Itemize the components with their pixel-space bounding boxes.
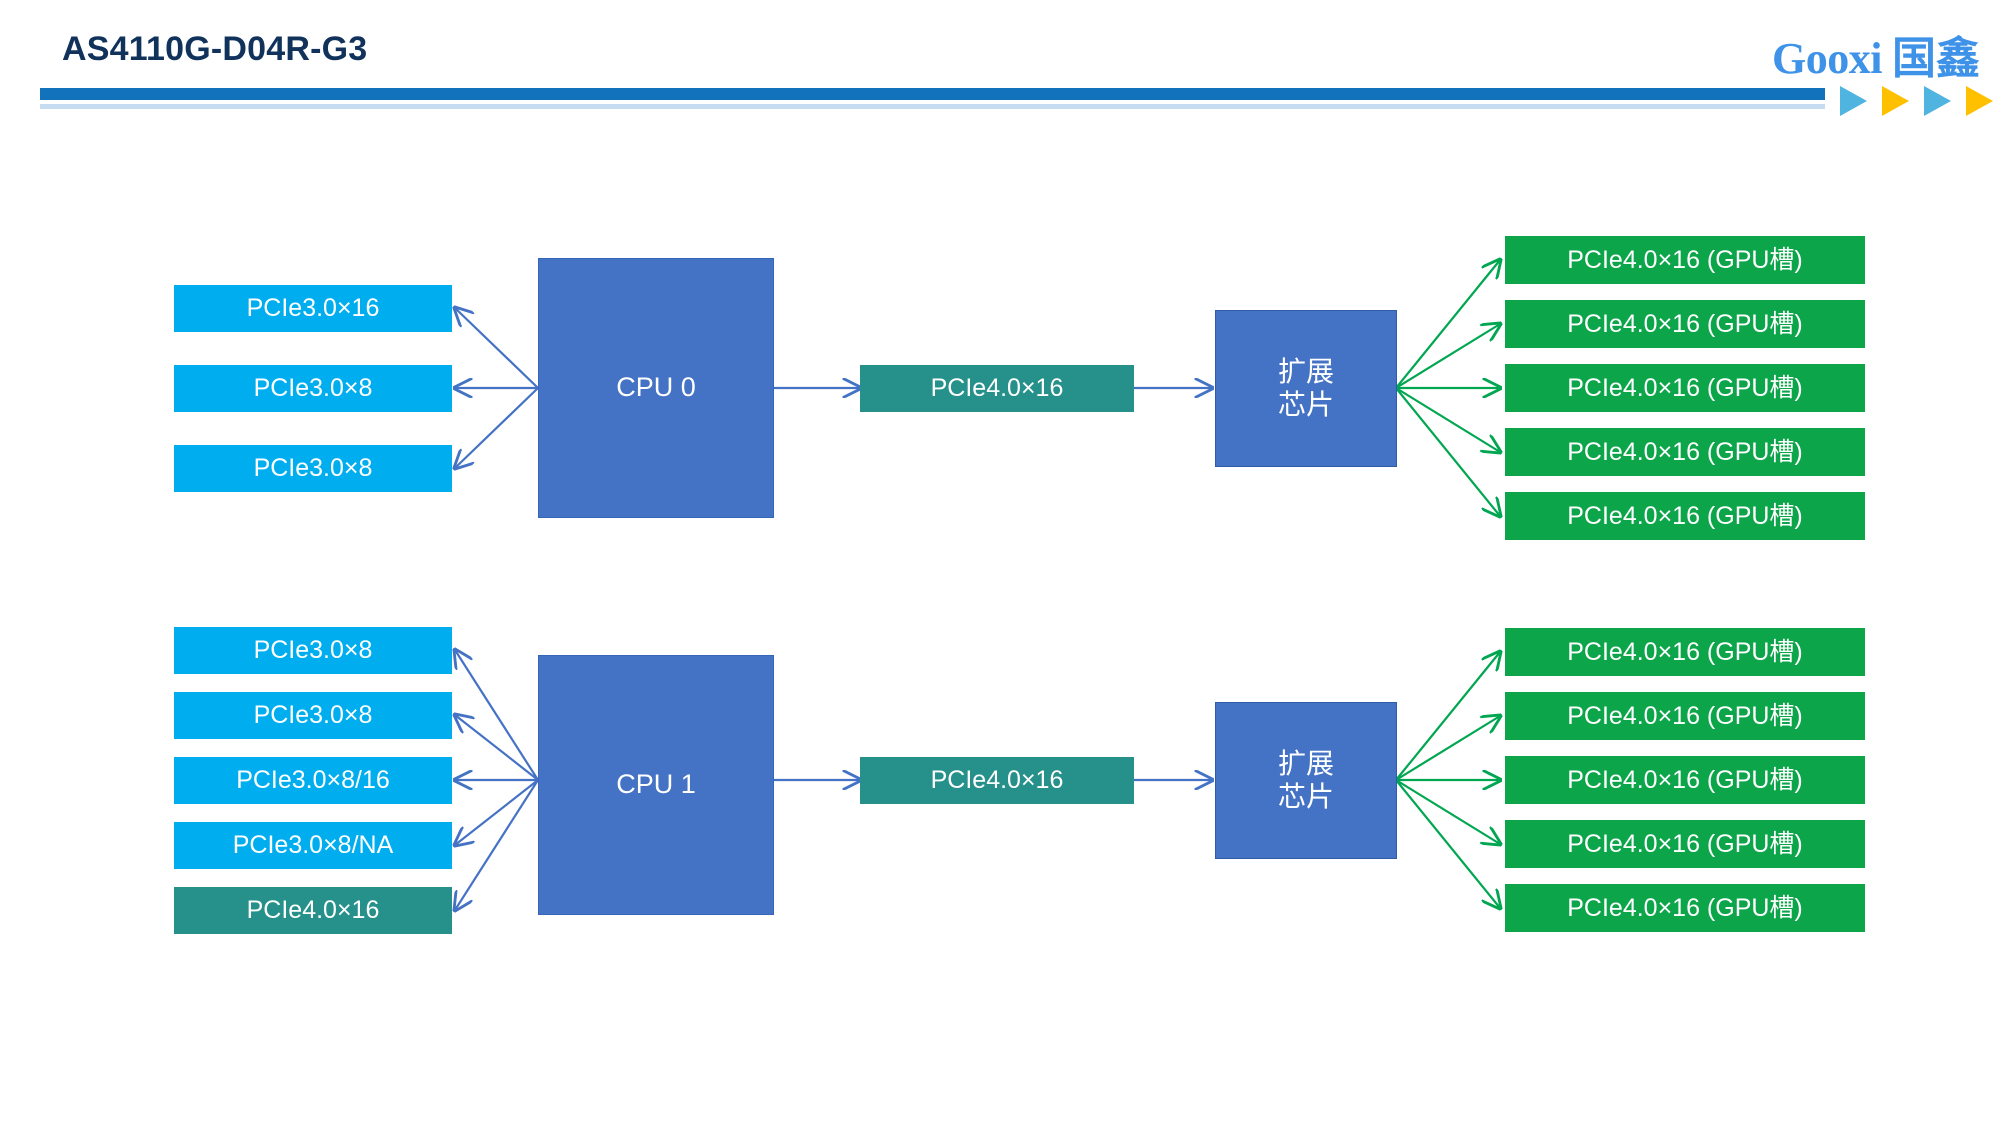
cpu0-gpu-slot-3[interactable]: PCIe4.0×16 (GPU槽) — [1505, 364, 1865, 412]
cpu1-gpu-slot-2-label: PCIe4.0×16 (GPU槽) — [1567, 701, 1803, 730]
cpu1-left-slot-3-label: PCIe3.0×8/16 — [236, 766, 390, 795]
cpu1-left-slot-2[interactable]: PCIe3.0×8 — [174, 692, 452, 739]
cpu1-gpu-slot-4-label: PCIe4.0×16 (GPU槽) — [1567, 829, 1803, 858]
cpu1-gpu-slot-4[interactable]: PCIe4.0×16 (GPU槽) — [1505, 820, 1865, 868]
cpu0-node[interactable]: CPU 0 — [538, 258, 774, 518]
cpu1-left-slot-5[interactable]: PCIe4.0×16 — [174, 887, 452, 934]
cpu1-gpu-slot-1-label: PCIe4.0×16 (GPU槽) — [1567, 637, 1803, 666]
pcie-topology-diagram: PCIe3.0×16 PCIe3.0×8 PCIe3.0×8 CPU 0 PCI… — [0, 130, 2004, 1127]
decor-triangle-3-icon — [1924, 86, 1951, 116]
cpu0-left-slot-2-label: PCIe3.0×8 — [253, 374, 373, 403]
cpu1-switch-label-line1: 扩展 — [1277, 748, 1334, 780]
cpu1-gpu-slot-5[interactable]: PCIe4.0×16 (GPU槽) — [1505, 884, 1865, 932]
cpu1-label: CPU 1 — [616, 769, 696, 800]
cpu1-gpu-wires — [1395, 652, 1500, 908]
decor-triangle-4-icon — [1966, 86, 1993, 116]
cpu0-gpu-slot-5-label: PCIe4.0×16 (GPU槽) — [1567, 501, 1803, 530]
cpu1-gpu-slot-2[interactable]: PCIe4.0×16 (GPU槽) — [1505, 692, 1865, 740]
cpu1-left-slot-5-label: PCIe4.0×16 — [246, 896, 380, 925]
cpu0-gpu-slot-2-label: PCIe4.0×16 (GPU槽) — [1567, 309, 1803, 338]
cpu1-gpu-slot-3-label: PCIe4.0×16 (GPU槽) — [1567, 765, 1803, 794]
cpu0-gpu-slot-2[interactable]: PCIe4.0×16 (GPU槽) — [1505, 300, 1865, 348]
cpu0-gpu-wires — [1395, 260, 1500, 516]
cpu0-uplink-label: PCIe4.0×16 — [930, 374, 1064, 403]
cpu1-left-slot-4-label: PCIe3.0×8/NA — [232, 831, 394, 860]
cpu1-node[interactable]: CPU 1 — [538, 655, 774, 915]
cpu1-switch-node[interactable]: 扩展 芯片 — [1215, 702, 1397, 859]
decor-triangle-1-icon — [1840, 86, 1867, 116]
cpu1-left-slot-3[interactable]: PCIe3.0×8/16 — [174, 757, 452, 804]
cpu1-left-slot-4[interactable]: PCIe3.0×8/NA — [174, 822, 452, 869]
cpu0-uplink-node[interactable]: PCIe4.0×16 — [860, 365, 1134, 412]
cpu0-gpu-slot-1-label: PCIe4.0×16 (GPU槽) — [1567, 245, 1803, 274]
cpu0-left-slot-2[interactable]: PCIe3.0×8 — [174, 365, 452, 412]
header-divider — [40, 88, 1825, 110]
cpu0-gpu-slot-1[interactable]: PCIe4.0×16 (GPU槽) — [1505, 236, 1865, 284]
cpu0-switch-label-line2: 芯片 — [1277, 388, 1334, 420]
cpu1-left-slot-1[interactable]: PCIe3.0×8 — [174, 627, 452, 674]
cpu1-gpu-slot-5-label: PCIe4.0×16 (GPU槽) — [1567, 893, 1803, 922]
cpu0-label: CPU 0 — [616, 372, 696, 403]
cpu1-gpu-slot-1[interactable]: PCIe4.0×16 (GPU槽) — [1505, 628, 1865, 676]
cpu0-switch-node[interactable]: 扩展 芯片 — [1215, 310, 1397, 467]
cpu0-left-wires — [455, 308, 539, 468]
cpu0-left-slot-3-label: PCIe3.0×8 — [253, 454, 373, 483]
cpu0-left-slot-1-label: PCIe3.0×16 — [246, 294, 380, 323]
cpu0-left-slot-1[interactable]: PCIe3.0×16 — [174, 285, 452, 332]
cpu1-left-slot-1-label: PCIe3.0×8 — [253, 636, 373, 665]
cpu0-gpu-slot-3-label: PCIe4.0×16 (GPU槽) — [1567, 373, 1803, 402]
cpu1-uplink-node[interactable]: PCIe4.0×16 — [860, 757, 1134, 804]
cpu0-gpu-slot-4[interactable]: PCIe4.0×16 (GPU槽) — [1505, 428, 1865, 476]
cpu0-switch-label-line1: 扩展 — [1277, 356, 1334, 388]
decor-triangle-2-icon — [1882, 86, 1909, 116]
cpu1-left-wires — [455, 650, 539, 910]
page-title: AS4110G-D04R-G3 — [62, 30, 368, 68]
brand-logo-cjk: 国鑫 — [1892, 34, 1980, 83]
cpu0-left-slot-3[interactable]: PCIe3.0×8 — [174, 445, 452, 492]
cpu1-uplink-label: PCIe4.0×16 — [930, 766, 1064, 795]
cpu0-gpu-slot-4-label: PCIe4.0×16 (GPU槽) — [1567, 437, 1803, 466]
header-divider-thick — [40, 88, 1825, 100]
header-divider-thin — [40, 104, 1825, 109]
cpu1-gpu-slot-3[interactable]: PCIe4.0×16 (GPU槽) — [1505, 756, 1865, 804]
cpu1-left-slot-2-label: PCIe3.0×8 — [253, 701, 373, 730]
cpu0-gpu-slot-5[interactable]: PCIe4.0×16 (GPU槽) — [1505, 492, 1865, 540]
cpu1-switch-label-line2: 芯片 — [1277, 780, 1334, 812]
brand-logo-latin: Gooxi — [1772, 34, 1882, 83]
